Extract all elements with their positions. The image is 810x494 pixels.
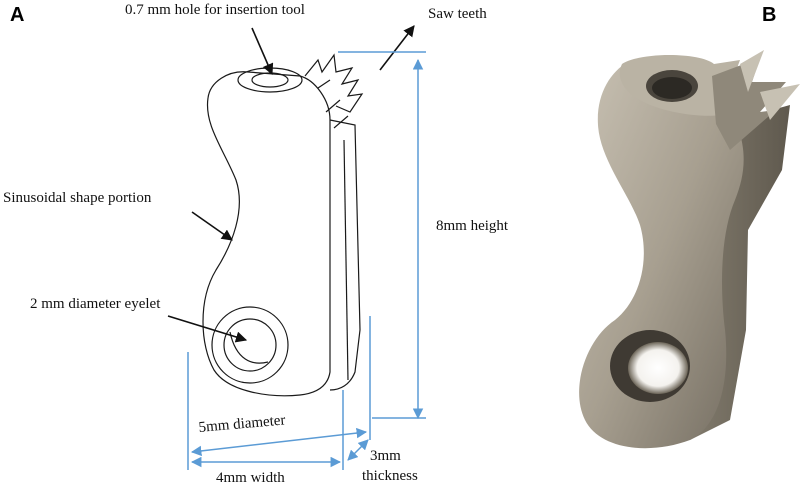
thickness-value-label: 3mm <box>370 448 401 464</box>
saw-teeth-label: Saw teeth <box>428 6 487 22</box>
eyelet-arrow <box>167 315 248 343</box>
width-label: 4mm width <box>216 470 285 486</box>
height-label: 8mm height <box>436 218 509 234</box>
panel-b-label: B <box>762 4 777 26</box>
saw-teeth-arrow <box>379 25 415 71</box>
hole-label: 0.7 mm hole for insertion tool <box>125 2 305 18</box>
diameter-dimension <box>190 427 368 457</box>
hole-arrow <box>251 27 274 76</box>
thickness-word-label: thickness <box>362 468 418 484</box>
sinusoidal-label: Sinusoidal shape portion <box>3 190 152 206</box>
dimension-lines <box>187 51 426 470</box>
panel-a-label: A <box>10 4 25 26</box>
sinusoidal-arrow <box>191 211 233 241</box>
thickness-dimension <box>347 439 369 461</box>
eyelet-label: 2 mm diameter eyelet <box>30 296 161 312</box>
